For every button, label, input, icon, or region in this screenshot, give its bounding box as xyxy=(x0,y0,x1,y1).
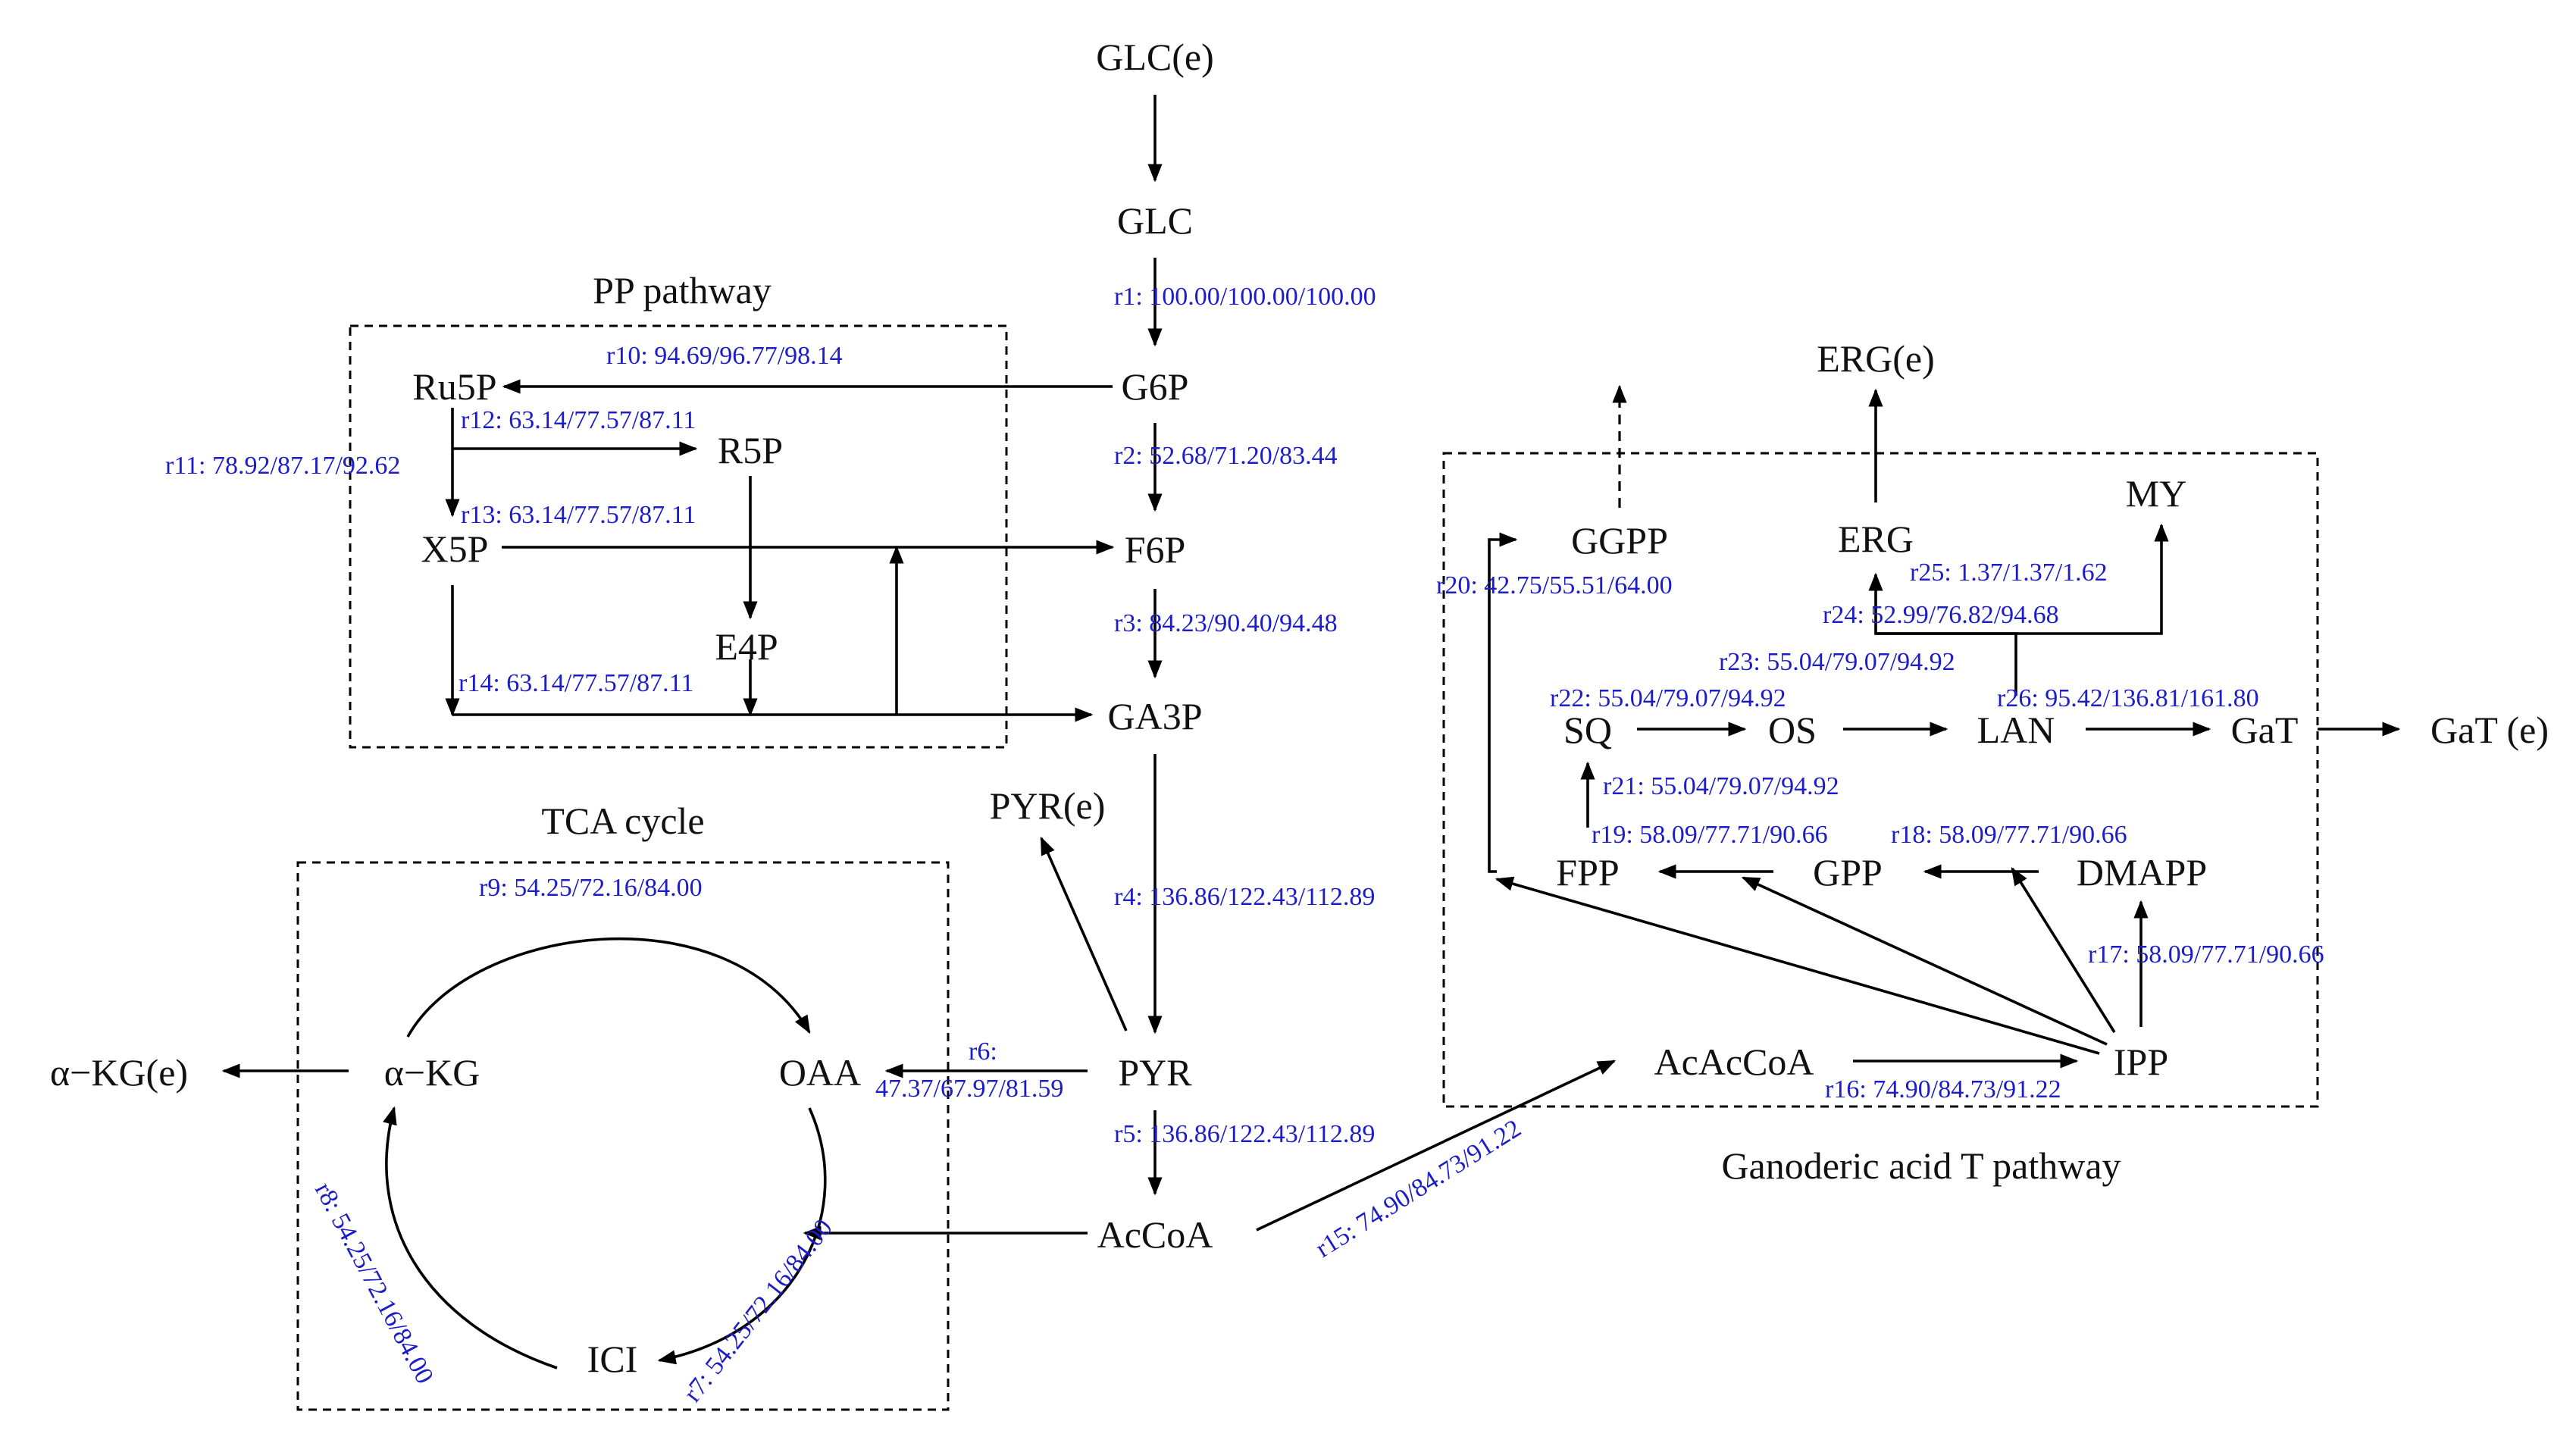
label-r22: r22: 55.04/79.07/94.92 xyxy=(1550,684,1786,712)
label-r4: r4: 136.86/122.43/112.89 xyxy=(1114,883,1375,911)
node-my: MY xyxy=(2126,472,2187,515)
node-oaa: OAA xyxy=(779,1051,861,1094)
pp-pathway-title: PP pathway xyxy=(593,269,772,311)
node-g6p: G6P xyxy=(1122,365,1189,408)
tca-cycle-title: TCA cycle xyxy=(541,800,704,842)
label-r23: r23: 55.04/79.07/94.92 xyxy=(1719,648,1955,676)
node-gpp: GPP xyxy=(1813,851,1883,894)
label-r16: r16: 74.90/84.73/91.22 xyxy=(1825,1075,2061,1103)
node-ici: ICI xyxy=(587,1338,638,1380)
node-akg-e: α−KG(e) xyxy=(50,1051,188,1094)
node-fpp: FPP xyxy=(1556,851,1619,894)
node-glc: GLC xyxy=(1117,199,1193,242)
label-r8: r8: 54.25/72.16/84.00 xyxy=(309,1178,439,1388)
node-pyr: PYR xyxy=(1118,1051,1192,1094)
node-lan: LAN xyxy=(1977,709,2055,751)
arrow-r7 xyxy=(657,1107,827,1365)
label-r17: r17: 58.09/77.71/90.66 xyxy=(2088,941,2324,969)
arrow-r9 xyxy=(406,937,811,1038)
node-r5p: R5P xyxy=(718,429,783,471)
arrow-pyr-to-pyre xyxy=(1040,836,1128,1031)
node-os: OS xyxy=(1768,709,1817,751)
node-erg: ERG xyxy=(1838,518,1914,560)
label-r18: r18: 58.09/77.71/90.66 xyxy=(1891,821,2127,849)
label-r2: r2: 52.68/71.20/83.44 xyxy=(1114,442,1338,470)
label-r21: r21: 55.04/79.07/94.92 xyxy=(1603,772,1839,800)
node-erg-e: ERG(e) xyxy=(1817,337,1935,380)
node-e4p: E4P xyxy=(715,625,778,668)
label-r20: r20: 42.75/55.51/64.00 xyxy=(1436,571,1673,599)
label-r6-id: r6: xyxy=(969,1038,997,1066)
node-akg: α−KG xyxy=(384,1051,480,1094)
reaction-labels: r1: 100.00/100.00/100.00 r2: 52.68/71.20… xyxy=(165,283,2324,1407)
label-r9: r9: 54.25/72.16/84.00 xyxy=(479,874,703,902)
arrow-ipp-to-dmapp xyxy=(2011,866,2116,1033)
node-pyr-e: PYR(e) xyxy=(990,784,1106,827)
node-acaccoa: AcAcCoA xyxy=(1654,1041,1814,1083)
node-ggpp: GGPP xyxy=(1571,519,1668,562)
arrow-ipp-to-fpp xyxy=(1495,876,2100,1055)
node-f6p: F6P xyxy=(1125,528,1186,571)
label-r13: r13: 63.14/77.57/87.11 xyxy=(461,501,696,529)
arrow-r20 xyxy=(1488,532,1518,873)
node-accoa: AcCoA xyxy=(1097,1213,1213,1256)
label-r10: r10: 94.69/96.77/98.14 xyxy=(606,342,843,370)
tca-cycle-box xyxy=(296,861,950,1411)
pp-pathway-box xyxy=(349,324,1008,749)
node-sq: SQ xyxy=(1563,709,1612,751)
node-gat-e: GaT (e) xyxy=(2430,709,2549,751)
node-x5p: X5P xyxy=(421,527,489,570)
label-r19: r19: 58.09/77.71/90.66 xyxy=(1592,821,1828,849)
node-ipp: IPP xyxy=(2114,1041,2168,1083)
label-r11: r11: 78.92/87.17/92.62 xyxy=(165,452,400,480)
arrow-r8 xyxy=(383,1106,558,1369)
gat-pathway-box xyxy=(1442,452,2319,1108)
node-dmapp: DMAPP xyxy=(2077,851,2207,894)
label-r6-values: 47.37/67.97/81.59 xyxy=(875,1075,1063,1103)
label-r3: r3: 84.23/90.40/94.48 xyxy=(1114,609,1338,637)
label-r7: r7: 54.25/72.16/84.00 xyxy=(678,1214,838,1407)
node-glc-e: GLC(e) xyxy=(1096,36,1214,78)
gat-pathway-title: Ganoderic acid T pathway xyxy=(1721,1144,2121,1187)
label-r24: r24: 52.99/76.82/94.68 xyxy=(1823,601,2059,629)
label-r1: r1: 100.00/100.00/100.00 xyxy=(1114,283,1376,311)
label-r5: r5: 136.86/122.43/112.89 xyxy=(1114,1120,1375,1148)
node-gat: GaT xyxy=(2231,709,2299,751)
arrow-r23 xyxy=(1868,572,2017,696)
label-r12: r12: 63.14/77.57/87.11 xyxy=(461,406,696,434)
arrow-r15 xyxy=(1256,1060,1617,1232)
arrow-ipp-to-gpp xyxy=(1741,876,2108,1046)
label-r25: r25: 1.37/1.37/1.62 xyxy=(1910,559,2108,587)
label-r26: r26: 95.42/136.81/161.80 xyxy=(1997,684,2259,712)
label-r14: r14: 63.14/77.57/87.11 xyxy=(459,669,693,697)
node-ru5p: Ru5P xyxy=(412,365,496,408)
arrow-r24 xyxy=(1876,523,2169,635)
node-ga3p: GA3P xyxy=(1107,695,1202,737)
